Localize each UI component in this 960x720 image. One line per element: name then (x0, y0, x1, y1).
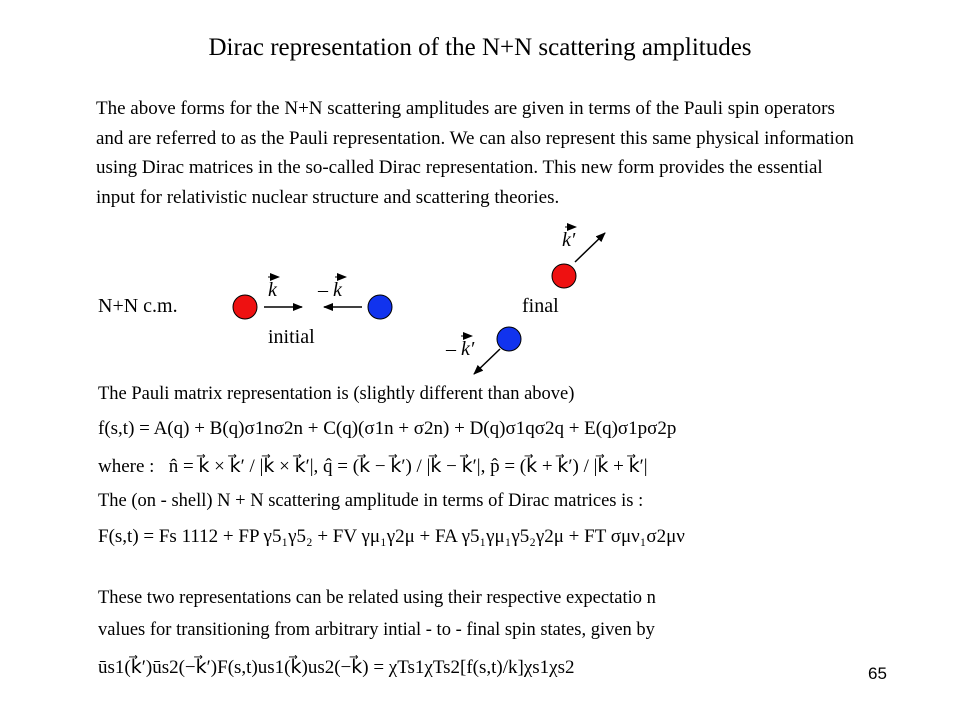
minus-kprime-label: – k′ (446, 338, 475, 360)
kprime-arrow (574, 232, 606, 263)
pauli-equation: f(s,t) = A(q) + B(q)σ1nσ2n + C(q)(σ1n + … (98, 418, 677, 439)
slide-title: Dirac representation of the N+N scatteri… (208, 34, 752, 61)
dirac-heading: The (on - shell) N + N scattering amplit… (98, 491, 644, 511)
intro-paragraph: The above forms for the N+N scattering a… (96, 98, 854, 208)
dirac-equation: F(s,t) = Fs 1112 + FP γ5₁γ5₂ + FV γμ₁γ2μ… (98, 526, 685, 547)
pauli-heading: The Pauli matrix representation is (slig… (98, 384, 575, 404)
final-label: final (522, 295, 559, 317)
k-label: k (268, 279, 277, 301)
cm-label: N+N c.m. (98, 295, 178, 317)
relation-equation: ūs1(k⃗′)ūs2(−k⃗′)F(s,t)us1(k⃗)us2(−k⃗) =… (98, 657, 575, 678)
page-number: 65 (868, 664, 887, 683)
kprime-label: k′ (562, 229, 576, 251)
final-nucleon-2 (496, 326, 522, 352)
where-equation: n̂ = k⃗ × k⃗′ / |k⃗ × k⃗′|, q̂ = (k⃗ − k… (168, 456, 648, 477)
initial-nucleon-2 (367, 294, 393, 320)
initial-label: initial (268, 326, 315, 348)
minus-kprime-arrow (473, 348, 501, 375)
minus-k-label: – k (318, 279, 342, 301)
final-nucleon-1 (551, 263, 577, 289)
relation-line-2: values for transitioning from arbitrary … (98, 620, 655, 640)
where-line: where : n̂ = k⃗ × k⃗′ / |k⃗ × k⃗′|, q̂ =… (98, 456, 648, 477)
relation-line-1: These two representations can be related… (98, 588, 656, 608)
initial-nucleon-1 (232, 294, 258, 320)
